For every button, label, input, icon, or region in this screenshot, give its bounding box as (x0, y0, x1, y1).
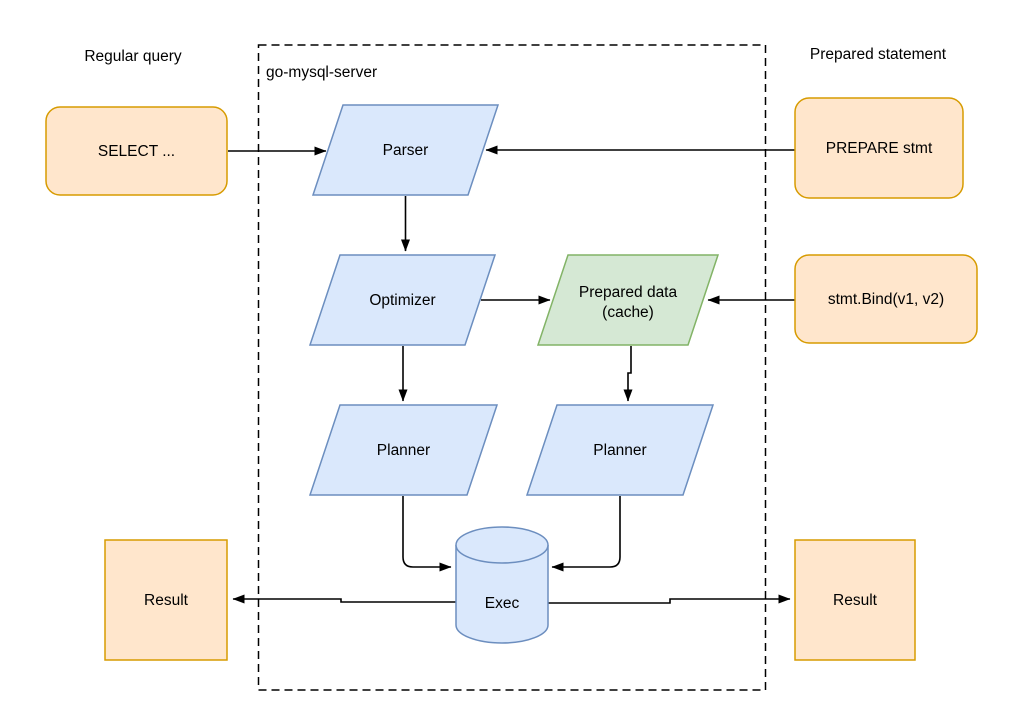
prepare-stmt-label: PREPARE stmt (826, 140, 933, 157)
stmt-bind-box (794, 254, 978, 344)
select-query-label: SELECT ... (98, 143, 175, 160)
edge-planner-right-to-exec (551, 496, 621, 572)
go-mysql-server-container (257, 44, 767, 691)
select-query-box (45, 106, 228, 196)
go-mysql-server-label: go-mysql-server (266, 64, 377, 81)
optimizer-shape (308, 254, 497, 346)
node-parser: Parser (311, 104, 500, 196)
prepare-stmt-box (794, 97, 964, 199)
node-optimizer: Optimizer (308, 254, 497, 346)
optimizer-label: Optimizer (369, 292, 435, 309)
prepared-statement-label: Prepared statement (810, 46, 947, 63)
node-prepared-data: Prepared data (cache) (536, 254, 720, 346)
planner-right-shape (525, 404, 715, 496)
prepared-data-label-line1: Prepared data (579, 284, 678, 301)
result-left-label: Result (144, 592, 189, 609)
edge-planner-left-to-exec (402, 496, 452, 572)
result-left-box (104, 539, 228, 661)
edge-prepared-data-to-planner-right (623, 346, 633, 402)
planner-left-label: Planner (377, 442, 430, 459)
node-stmt-bind: stmt.Bind(v1, v2) (794, 254, 978, 344)
exec-cylinder-body (455, 545, 549, 644)
edge-exec-to-result-left (232, 594, 456, 604)
prepared-data-shape (536, 254, 720, 346)
edge-exec-to-result-right (548, 594, 791, 604)
node-planner-left: Planner (308, 404, 499, 496)
result-right-label: Result (833, 592, 878, 609)
prepared-data-label-line2: (cache) (602, 304, 654, 321)
planner-left-shape (308, 404, 499, 496)
node-select-query: SELECT ... (45, 106, 228, 196)
node-result-left: Result (104, 539, 228, 661)
node-prepare-stmt: PREPARE stmt (794, 97, 964, 199)
exec-cylinder-top (455, 526, 549, 564)
exec-label: Exec (485, 595, 520, 612)
parser-label: Parser (383, 142, 429, 159)
node-result-right: Result (794, 539, 916, 661)
stmt-bind-label: stmt.Bind(v1, v2) (828, 291, 944, 308)
node-exec: Exec (455, 526, 549, 644)
node-planner-right: Planner (525, 404, 715, 496)
regular-query-label: Regular query (84, 48, 182, 65)
planner-right-label: Planner (593, 442, 646, 459)
parser-shape (311, 104, 500, 196)
result-right-box (794, 539, 916, 661)
